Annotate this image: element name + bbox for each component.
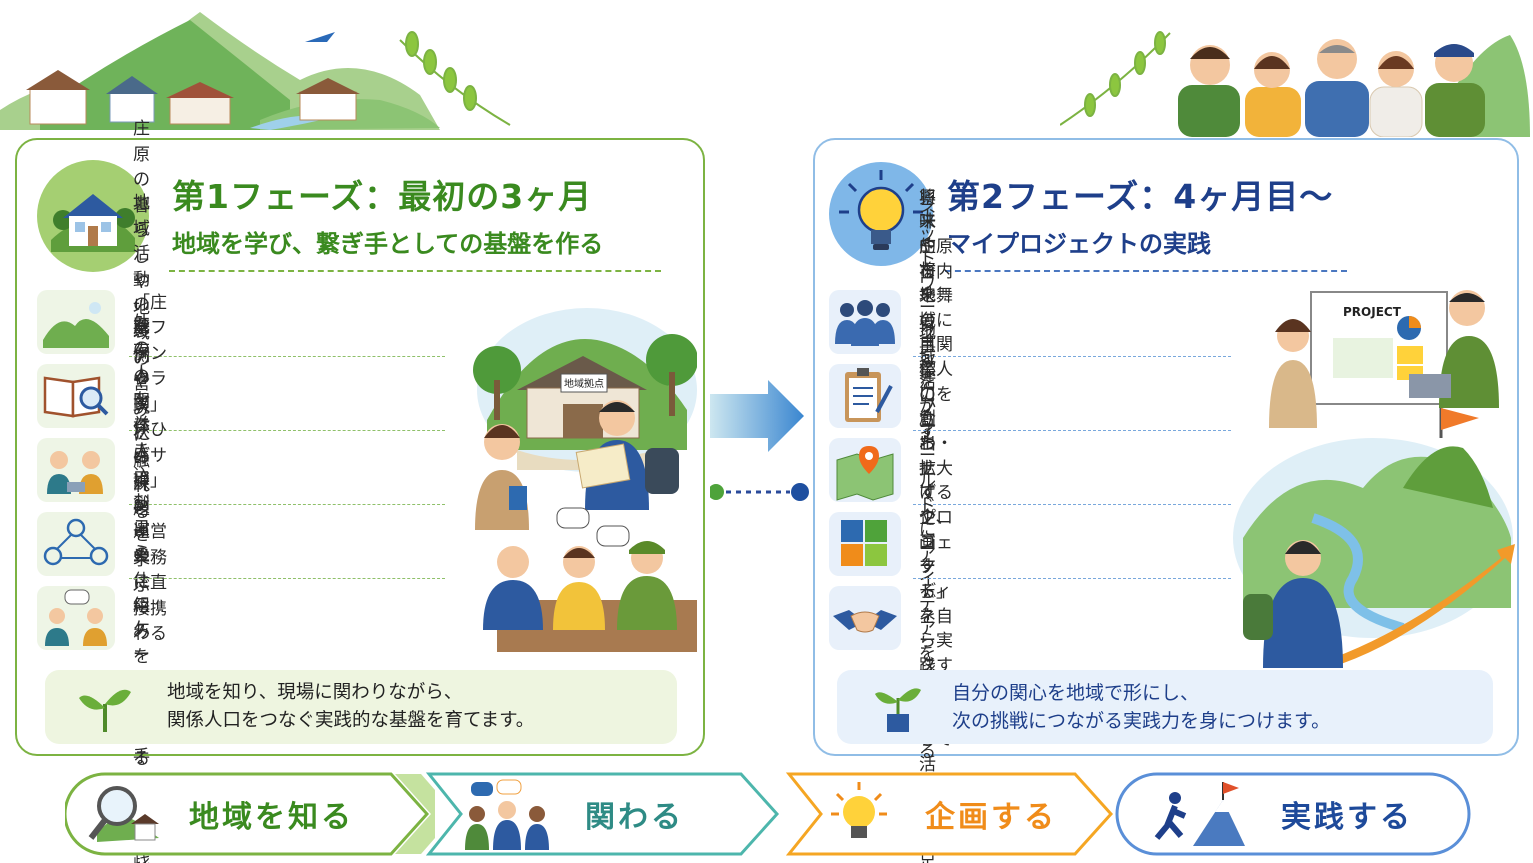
phase1-title-divider xyxy=(169,270,661,272)
team-icon xyxy=(829,290,901,354)
step-label: 実践する xyxy=(1281,800,1413,835)
step-label: 地域を知る xyxy=(189,800,354,835)
conversation-icon xyxy=(37,586,115,650)
step-label: 企画する xyxy=(925,800,1057,835)
network-people-icon xyxy=(37,512,115,576)
step-know-region: 地域を知る xyxy=(65,770,435,858)
step-plan: 企画する xyxy=(785,770,1120,858)
phase2-summary-text: 自分の関心を地域で形にし、 次の挑戦につながる実践力を身につけます。 xyxy=(952,681,1331,733)
phase1-summary-box: 地域を知り、現場に関わりながら、 関係人口をつなぐ実践的な基盤を育てます。 xyxy=(45,670,677,744)
sprout-icon xyxy=(77,680,133,734)
phase1-card: 第1フェーズ：最初の3ヶ月 地域を学び、繋ぎ手としての基盤を作る 庄原の暮らしや… xyxy=(15,119,705,863)
community-base-illustration: 地域拠点 xyxy=(473,308,697,652)
lightbulb-icon xyxy=(829,162,933,266)
magnifier-house-icon xyxy=(87,778,163,850)
phase2-summary-box: 自分の関心を地域で形にし、 次の挑戦につながる実践力を身につけます。 xyxy=(837,670,1493,744)
phase2-subtitle: マイプロジェクトの実践 xyxy=(947,230,1211,258)
phase1-summary-text: 地域を知り、現場に関わりながら、 関係人口をつなぐ実践的な基盤を育てます。 xyxy=(167,682,535,731)
group-chat-icon xyxy=(459,778,555,852)
building-sign: 地域拠点 xyxy=(564,377,604,390)
board-label: PROJECT xyxy=(1343,305,1402,319)
landscape-icon xyxy=(37,290,115,354)
village-landscape-illustration xyxy=(0,12,511,130)
step-practice: 実践する xyxy=(1113,770,1473,858)
map-pin-icon xyxy=(829,438,901,502)
project-planning-illustration: PROJECT xyxy=(1233,290,1515,668)
people-working-icon xyxy=(37,438,115,502)
potted-plant-icon xyxy=(869,680,925,734)
bulb-icon xyxy=(829,780,889,848)
team-people-illustration xyxy=(1060,31,1530,137)
handshake-icon xyxy=(829,586,901,650)
climber-flag-icon xyxy=(1153,780,1245,850)
clipboard-icon xyxy=(829,364,901,428)
phase-transition-arrow xyxy=(710,380,809,501)
phase1-title: 第1フェーズ：最初の3ヶ月 xyxy=(172,177,593,216)
house-icon xyxy=(37,160,149,272)
phase1-subtitle: 地域を学び、繋ぎ手としての基盤を作る xyxy=(172,230,604,258)
phase2-card: 第2フェーズ：4ヶ月目〜 マイプロジェクトの実践 ネットワークを活かす 興味や将… xyxy=(813,138,1519,863)
book-magnifier-icon xyxy=(37,364,115,428)
step-label: 関わる xyxy=(585,800,684,835)
phase2-title: 第2フェーズ：4ヶ月目〜 xyxy=(947,177,1334,216)
phase2-title-divider xyxy=(945,270,1347,272)
step-get-involved: 関わる xyxy=(425,770,785,858)
puzzle-icon xyxy=(829,512,901,576)
